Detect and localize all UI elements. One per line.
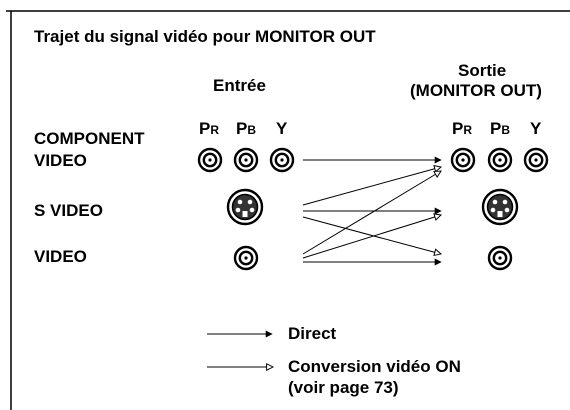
s-video-jack-icon	[226, 188, 264, 226]
rca-jack-icon	[197, 147, 223, 173]
rca-jack-icon	[233, 147, 259, 173]
channel-label-pb: PB	[236, 119, 257, 138]
channel-label-y: Y	[276, 119, 288, 138]
row-label-component-line2: VIDEO	[34, 151, 87, 170]
input-header: Entrée	[213, 76, 266, 95]
rca-jack-icon	[487, 147, 513, 173]
s-video-jack-icon	[481, 188, 519, 226]
channel-label-y: Y	[530, 119, 542, 138]
arrow-svideo-to-video	[302, 216, 443, 257]
legend-conversion-note: (voir page 73)	[288, 378, 399, 397]
row-label-video: VIDEO	[34, 247, 87, 266]
arrow-svideo-to-component	[302, 164, 443, 206]
arrow-video-to-svideo	[302, 213, 443, 259]
diagram-title: Trajet du signal vidéo pour MONITOR OUT	[34, 27, 376, 46]
channel-label-pr: PR	[452, 119, 473, 138]
rca-jack-icon	[233, 245, 259, 271]
channel-label-pr: PR	[199, 119, 220, 138]
rca-jack-icon	[523, 147, 549, 173]
row-label-component: COMPONENT	[34, 129, 145, 148]
output-header: Sortie	[458, 61, 507, 80]
rca-jack-icon	[450, 147, 476, 173]
row-label-svideo: S VIDEO	[34, 201, 103, 220]
arrow-video-to-component	[302, 170, 442, 255]
output-header-subtitle: (MONITOR OUT)	[410, 81, 542, 100]
legend-conversion-label: Conversion vidéo ON	[288, 357, 461, 376]
legend-direct-label: Direct	[288, 324, 337, 343]
rca-jack-icon	[269, 147, 295, 173]
channel-label-pb: PB	[490, 119, 511, 138]
rca-jack-icon	[487, 245, 513, 271]
